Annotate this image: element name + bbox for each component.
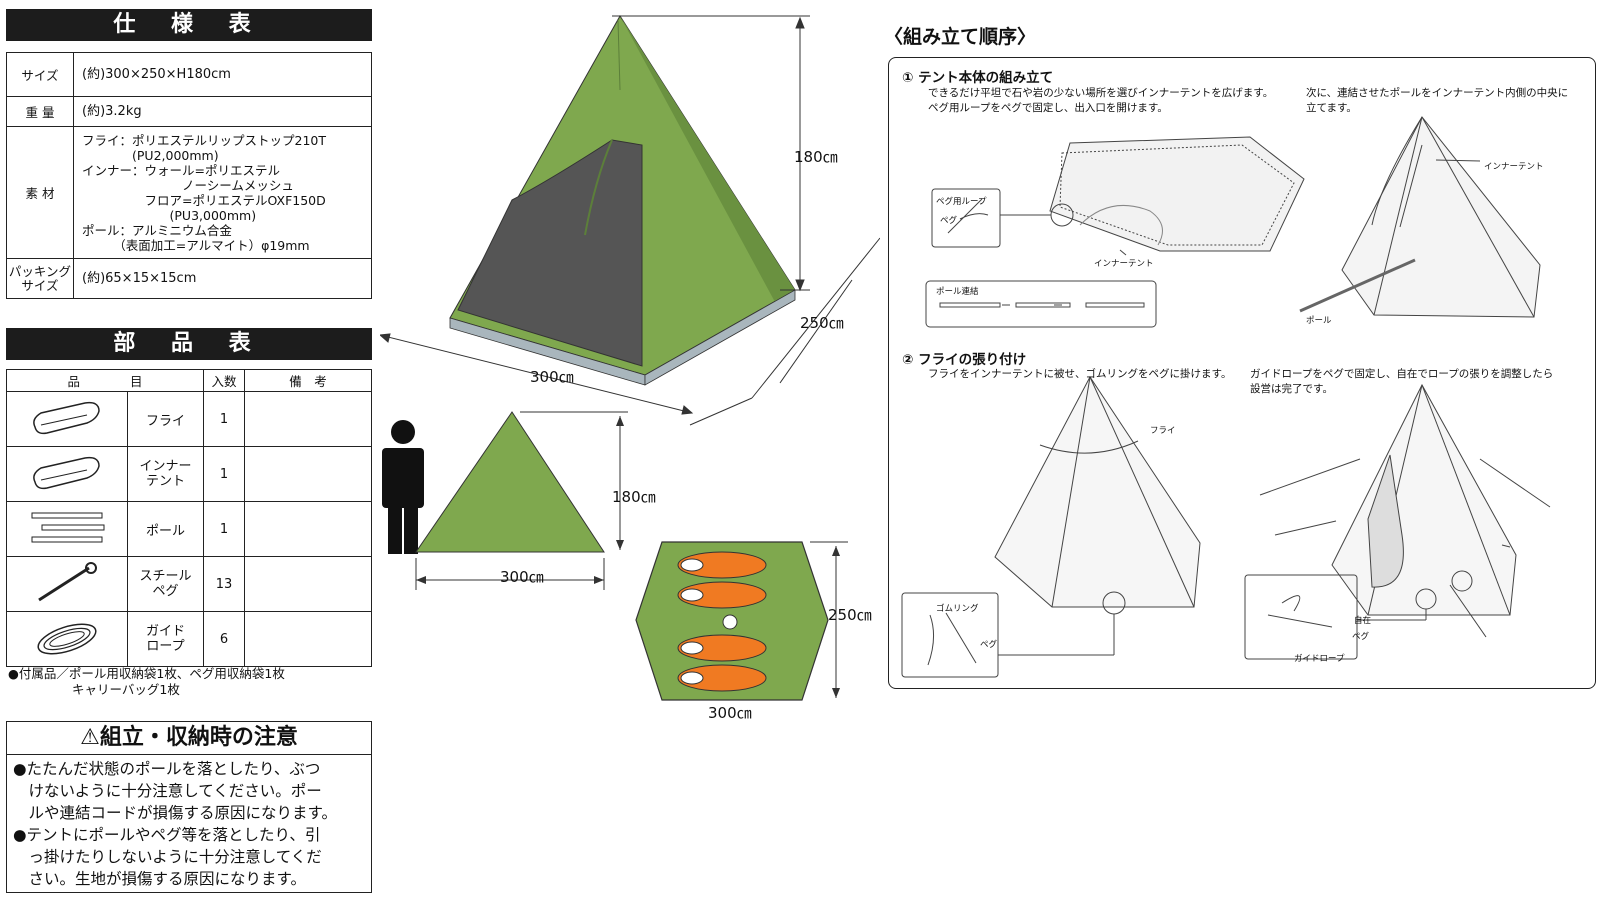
poles-icon <box>6 501 128 557</box>
label-guy-rope: ガイドロープ <box>1294 654 1345 664</box>
dim-top-depth-label: 250㎝ <box>828 606 872 624</box>
parts-header-qty: 入数 <box>203 369 245 392</box>
part-remarks <box>244 446 372 502</box>
dimension-lines <box>380 15 880 426</box>
procedure-title: 〈組み立て順序〉 <box>884 26 1037 48</box>
dim-width-label: 300㎝ <box>530 368 574 386</box>
spec-value: (約)3.2kg <box>73 96 372 127</box>
spec-key: サイズ <box>6 52 74 97</box>
part-qty: 1 <box>203 501 245 557</box>
label-jizai: 自在 <box>1354 616 1372 626</box>
step2-desc-a: フライをインナーテントに被せ、ゴムリングをペグに掛けます。 <box>928 368 1232 380</box>
part-remarks <box>244 391 372 447</box>
tent-perspective-drawing <box>449 15 796 386</box>
step2-title: ② フライの張り付け <box>902 352 1027 368</box>
label-pole-connect: ポール連結 <box>936 287 979 297</box>
tent-front-view <box>415 411 628 590</box>
parts-note-accessories: ●付属品／ポール用収納袋1枚、ペグ用収納袋1枚 <box>8 666 285 681</box>
tent-top-view <box>635 541 848 701</box>
parts-title: 部 品 表 <box>6 328 372 360</box>
caution-body: ●たたんだ状態のポールを落としたり、ぶつ けないように十分注意してください。ポー… <box>13 760 337 888</box>
caution-box: ⚠組立・収納時の注意 ●たたんだ状態のポールを落としたり、ぶつ けないように十分… <box>6 721 372 893</box>
label-rubber-ring: ゴムリング <box>936 604 979 614</box>
part-qty: 1 <box>203 391 245 447</box>
spec-value: フライ：ポリエステルリップストップ210T (PU2,000mm) インナー：ウ… <box>73 126 372 259</box>
label-peg-2: ペグ <box>980 640 998 650</box>
label-fly: フライ <box>1150 426 1176 436</box>
part-remarks <box>244 501 372 557</box>
label-peg: ペグ <box>940 216 958 226</box>
spec-key: 重 量 <box>6 96 74 127</box>
part-name: スチール ペグ <box>127 556 204 612</box>
parts-note-carry-bag: キャリーバッグ1枚 <box>72 682 180 697</box>
fly-bag-icon <box>6 391 128 447</box>
label-inner-tent: インナーテント <box>1094 259 1154 269</box>
label-peg-3: ペグ <box>1352 632 1370 642</box>
label-peg-loop: ペグ用ループ <box>936 197 987 207</box>
label-pole: ポール <box>1306 316 1332 326</box>
part-name: インナー テント <box>127 446 204 502</box>
dim-front-height-label: 180㎝ <box>612 488 656 506</box>
procedure-panel <box>888 57 1596 689</box>
tent-illustrations <box>380 15 880 701</box>
spec-value: (約)65×15×15cm <box>73 258 372 299</box>
part-qty: 1 <box>203 446 245 502</box>
spec-title: 仕 様 表 <box>6 9 372 41</box>
parts-header-item: 品 目 <box>6 369 204 392</box>
caution-title: ⚠組立・収納時の注意 <box>7 722 371 755</box>
part-name: ポール <box>127 501 204 557</box>
procedure-drawings <box>901 116 1551 678</box>
step2-desc-b: ガイドロープをペグで固定し、自在でロープの張りを調整したら 設営は完了です。 <box>1250 368 1554 395</box>
spec-table: サイズ(約)300×250×H180cm 重 量(約)3.2kg 素 材フライ：… <box>6 52 372 299</box>
parts-table: 品 目 入数 備 考 フライ 1 インナー テント 1 ポール 1 スチール ペ… <box>6 369 372 667</box>
steel-peg-icon <box>6 556 128 612</box>
step1-desc-a: できるだけ平坦で石や岩の少ない場所を選びインナーテントを広げます。 ペグ用ループ… <box>928 87 1274 114</box>
spec-key: パッキング サイズ <box>6 258 74 299</box>
part-name: ガイド ロープ <box>127 611 204 667</box>
dim-height-label: 180㎝ <box>794 148 838 166</box>
part-name: フライ <box>127 391 204 447</box>
dim-top-width-label: 300㎝ <box>708 704 752 722</box>
dim-front-width-label: 300㎝ <box>500 568 544 586</box>
step1-desc-b: 次に、連結させたポールをインナーテント内側の中央に 立てます。 <box>1306 87 1569 114</box>
guy-rope-icon <box>6 611 128 667</box>
dim-depth-label: 250㎝ <box>800 314 844 332</box>
spec-key: 素 材 <box>6 126 74 259</box>
part-qty: 6 <box>203 611 245 667</box>
person-silhouette <box>382 420 424 554</box>
step1-title: ① テント本体の組み立て <box>902 70 1054 86</box>
label-inner-tent-2: インナーテント <box>1484 162 1544 172</box>
part-remarks <box>244 611 372 667</box>
part-remarks <box>244 556 372 612</box>
part-qty: 13 <box>203 556 245 612</box>
spec-value: (約)300×250×H180cm <box>73 52 372 97</box>
inner-bag-icon <box>6 446 128 502</box>
parts-header-remarks: 備 考 <box>244 369 372 392</box>
